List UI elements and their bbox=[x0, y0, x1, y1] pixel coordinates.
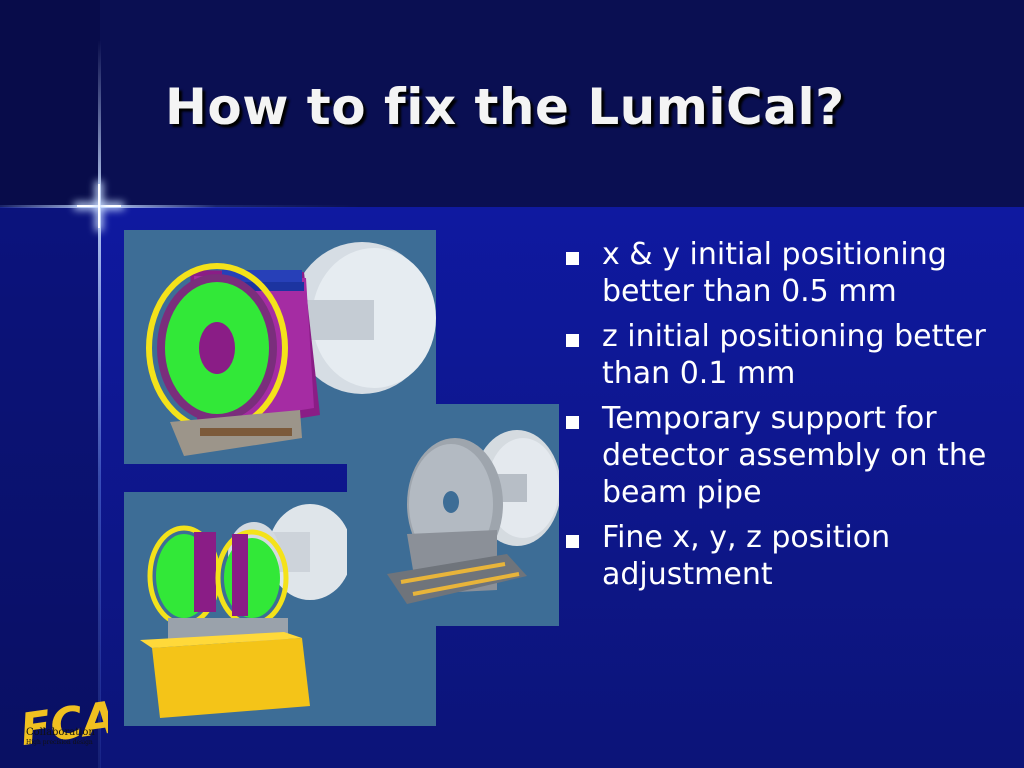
bullet-text: Fine x, y, z position adjustment bbox=[602, 520, 891, 592]
bullet-item: Temporary support for detector assembly … bbox=[560, 400, 1000, 511]
lumical-split-drawing bbox=[140, 504, 357, 718]
square-bullet-icon bbox=[566, 334, 579, 347]
square-bullet-icon bbox=[566, 535, 579, 548]
bullet-item: z initial positioning better than 0.1 mm bbox=[560, 318, 1000, 392]
lumical-assembled-render bbox=[124, 230, 436, 464]
lumical-split-render bbox=[124, 492, 436, 726]
bullet-text: x & y initial positioning better than 0.… bbox=[602, 237, 947, 309]
beam-pipe-support-drawing bbox=[387, 430, 559, 604]
horizontal-light-line bbox=[0, 205, 360, 208]
left-strip bbox=[0, 0, 100, 768]
bullet-item: Fine x, y, z position adjustment bbox=[560, 519, 1000, 593]
bullet-list: x & y initial positioning better than 0.… bbox=[560, 236, 1000, 601]
beam-pipe-support-render bbox=[347, 404, 559, 626]
lumical-assembled-drawing bbox=[146, 242, 436, 456]
square-bullet-icon bbox=[566, 416, 579, 429]
vertical-light-line bbox=[98, 40, 101, 768]
slide-title: How to fix the LumiCal? bbox=[165, 78, 845, 136]
bullet-text: z initial positioning better than 0.1 mm bbox=[602, 319, 986, 391]
bullet-text: Temporary support for detector assembly … bbox=[602, 401, 987, 510]
bullet-item: x & y initial positioning better than 0.… bbox=[560, 236, 1000, 310]
header-band bbox=[0, 0, 1024, 207]
logo-subcaption: High precision design bbox=[26, 739, 93, 746]
logo-caption: Collaboration bbox=[26, 727, 95, 738]
square-bullet-icon bbox=[566, 252, 579, 265]
